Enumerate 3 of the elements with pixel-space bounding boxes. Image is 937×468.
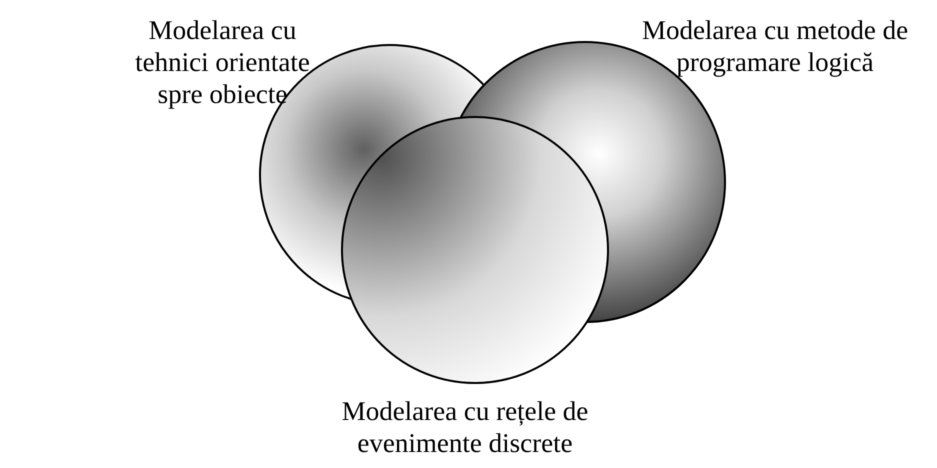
set-label: Modelarea cu tehnici orientate spre obiecte <box>110 14 335 110</box>
set-label: Modelarea cu rețele de evenimente discrete <box>300 395 630 459</box>
set-label: Modelarea cu metode de programare logică <box>625 14 925 78</box>
